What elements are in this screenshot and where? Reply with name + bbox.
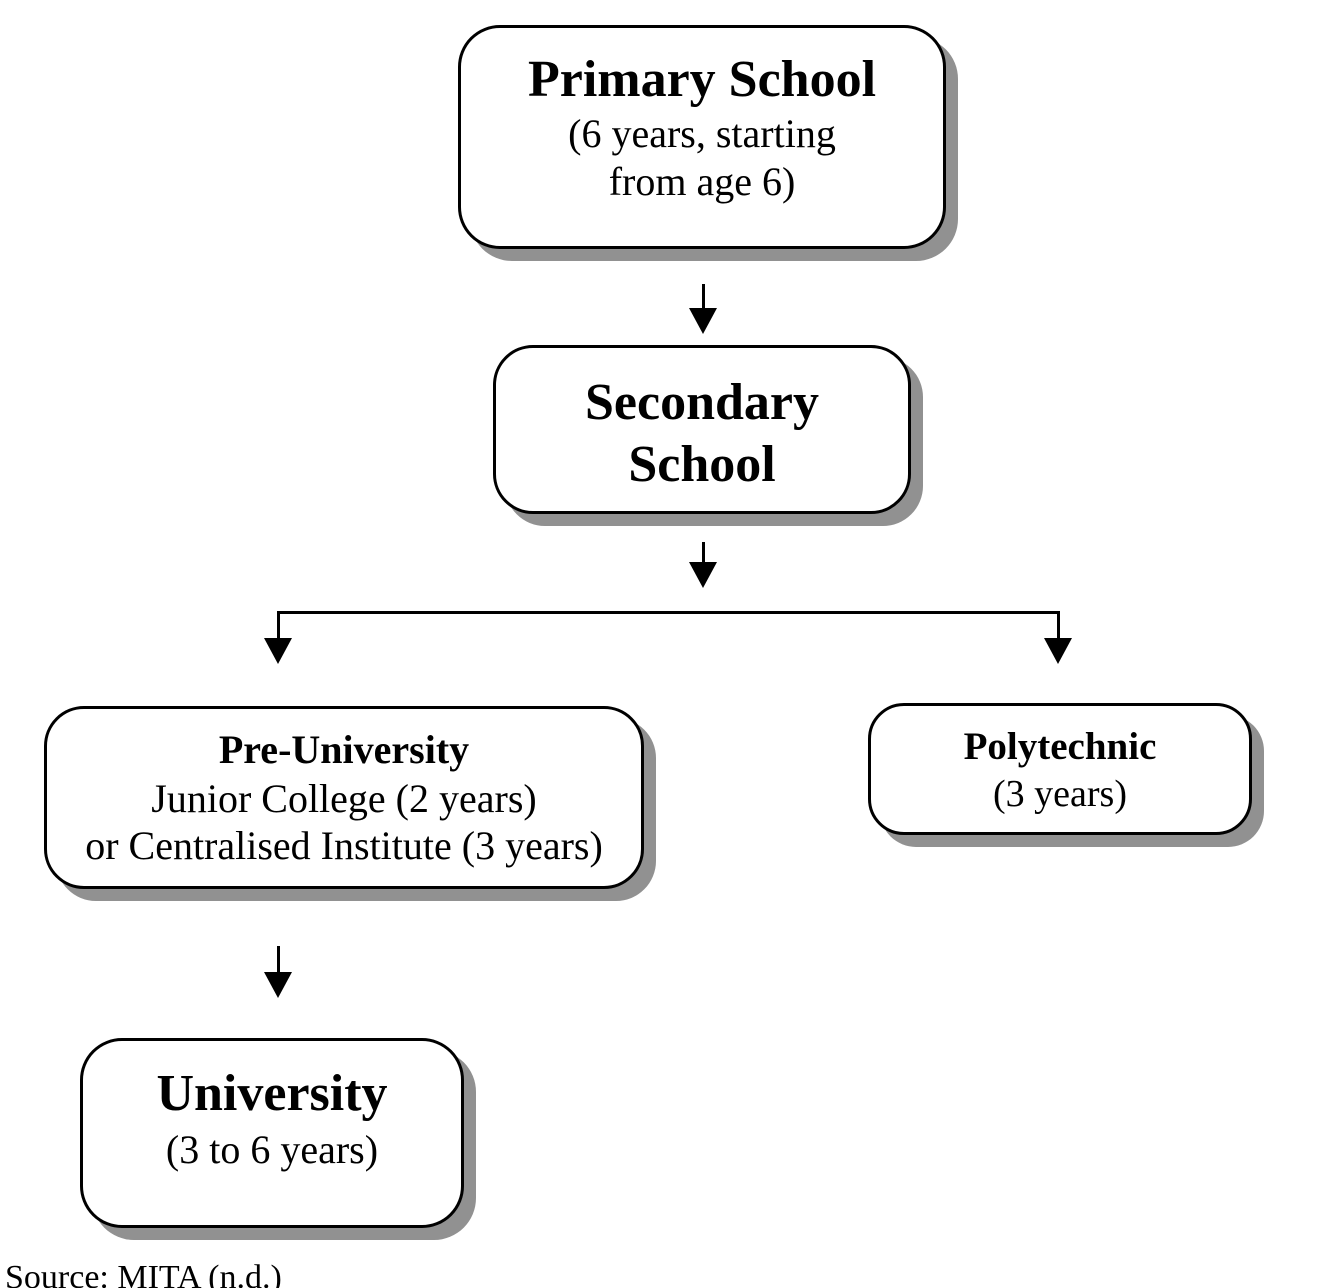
node-university: University (3 to 6 years) bbox=[80, 1038, 464, 1228]
node-subtitle-line: (3 to 6 years) bbox=[165, 1127, 379, 1172]
arrow-head-icon bbox=[264, 972, 292, 998]
node-subtitle-line: Junior College (2 years) bbox=[151, 776, 537, 821]
source-note: Source: MITA (n.d.) bbox=[5, 1259, 282, 1288]
arrow-head-right-icon bbox=[1044, 638, 1072, 664]
arrow-line bbox=[702, 284, 705, 310]
node-title: School bbox=[628, 436, 776, 493]
node-subtitle-line: (6 years, starting bbox=[568, 111, 836, 156]
arrow-head-left-icon bbox=[264, 638, 292, 664]
node-title: Primary School bbox=[527, 51, 877, 108]
node-pre-university: Pre-University Junior College (2 years) … bbox=[44, 706, 644, 889]
branch-line-right bbox=[1057, 611, 1060, 641]
node-secondary-school: Secondary School bbox=[493, 345, 911, 514]
node-primary-school: Primary School (6 years, starting from a… bbox=[458, 25, 946, 249]
node-polytechnic: Polytechnic (3 years) bbox=[868, 703, 1252, 835]
node-title: Pre-University bbox=[218, 727, 470, 772]
arrow-head-icon bbox=[689, 562, 717, 588]
node-subtitle-line: (3 years) bbox=[993, 773, 1127, 815]
node-subtitle-line: from age 6) bbox=[608, 159, 796, 204]
node-subtitle-line: or Centralised Institute (3 years) bbox=[85, 823, 603, 868]
node-title: University bbox=[156, 1065, 388, 1122]
arrow-head-icon bbox=[689, 308, 717, 334]
node-title: Polytechnic bbox=[963, 725, 1157, 768]
arrow-line bbox=[277, 946, 280, 974]
node-title: Secondary bbox=[585, 374, 819, 431]
branch-line-left bbox=[277, 611, 280, 641]
arrow-line bbox=[702, 542, 705, 564]
branch-line-horizontal bbox=[277, 611, 1060, 614]
